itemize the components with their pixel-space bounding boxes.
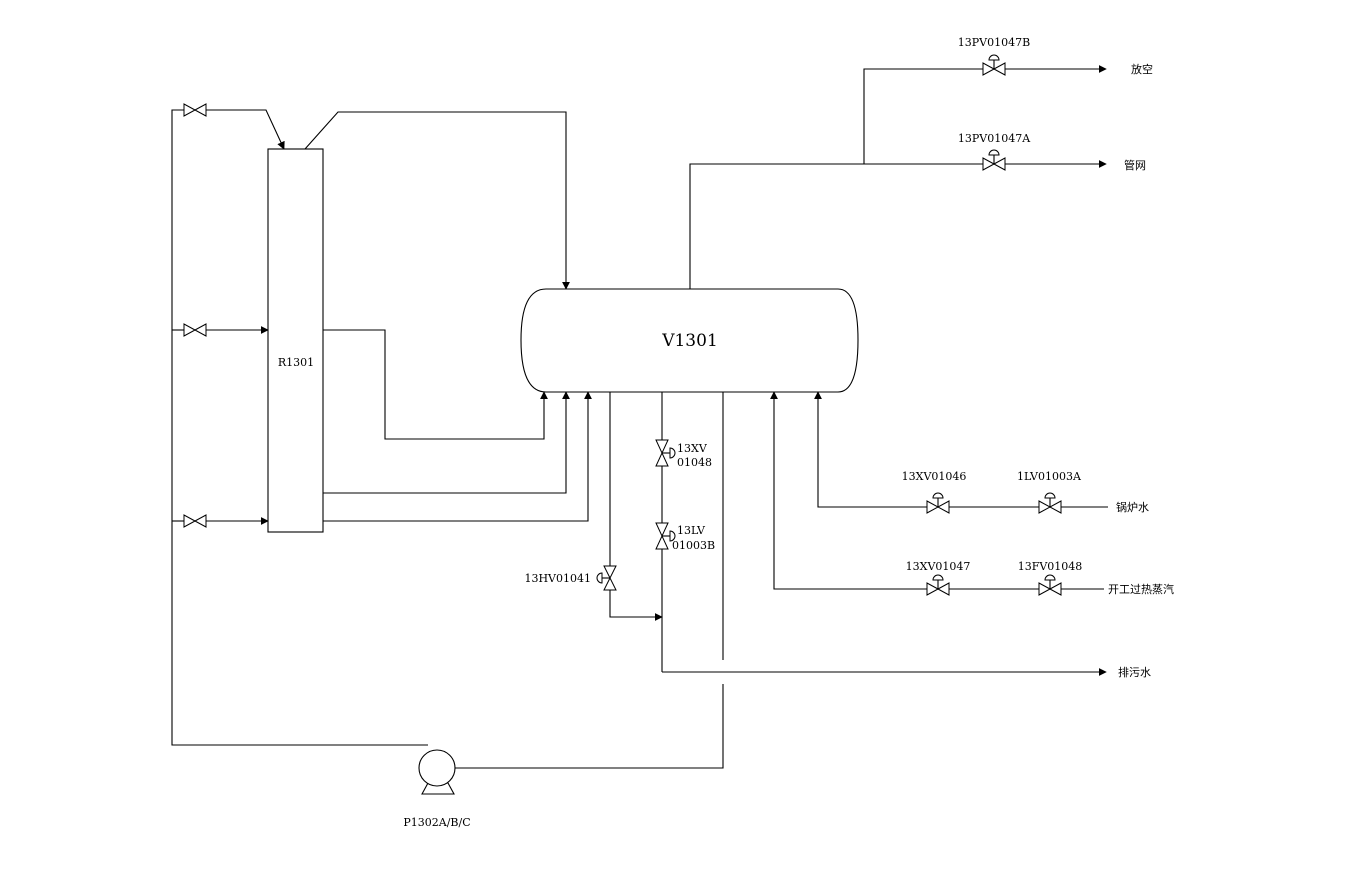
- valve-label-13xv01046: 13XV01046: [902, 470, 967, 483]
- manual-valve-middle: [183, 323, 207, 337]
- valve-label-13pv01047a: 13PV01047A: [958, 132, 1031, 145]
- reactor-body: [267, 148, 324, 533]
- pump-p1302: P1302A/B/C: [403, 749, 471, 829]
- hv-line-lower: [609, 590, 663, 621]
- valve-label-13fv01048: 13FV01048: [1018, 560, 1083, 573]
- drum-body: [520, 288, 859, 393]
- drum-v1301: V1301: [520, 288, 859, 393]
- vent-branch-line: [863, 68, 983, 164]
- reactor-r1301: R1301: [267, 148, 324, 533]
- pipe-network-label: 管网: [1124, 158, 1146, 172]
- reactor-label: R1301: [278, 356, 314, 369]
- valve-label-13lv01003b-line1: 13LV: [677, 524, 706, 537]
- control-valve-1lv01003a: 1LV01003A: [1017, 470, 1082, 514]
- valve-label-13pv01047b: 13PV01047B: [958, 36, 1030, 49]
- valve-label-13lv01003b-line2: 01003B: [672, 539, 715, 552]
- reactor-outlet-line-2: [323, 391, 570, 494]
- control-valve-13hv01041: 13HV01041: [524, 565, 617, 591]
- reactor-outlet-line-3: [323, 391, 592, 522]
- manual-valve-top: [183, 103, 207, 117]
- vent-label: 放空: [1131, 62, 1153, 76]
- valve-label-13hv01041: 13HV01041: [524, 572, 591, 585]
- boiler-water-label: 锅炉水: [1116, 501, 1149, 514]
- control-valve-13lv01003b: 13LV 01003B: [655, 522, 715, 552]
- valve-label-13xv01048-line1: 13XV: [677, 442, 708, 455]
- pump-discharge-header: [171, 109, 428, 746]
- valve-label-1lv01003a: 1LV01003A: [1017, 470, 1082, 483]
- control-valve-13xv01047: 13XV01047: [906, 560, 971, 596]
- blowdown-label: 排污水: [1118, 665, 1151, 679]
- steam-line-drum: [770, 391, 927, 590]
- control-valve-13xv01048: 13XV 01048: [655, 439, 712, 469]
- manual-valve-bottom: [183, 514, 207, 528]
- drum-label: V1301: [661, 331, 718, 351]
- reactor-outlet-line-1: [323, 329, 548, 440]
- drum-vapor-outlet-line: [689, 163, 983, 289]
- control-valve-13fv01048: 13FV01048: [1018, 560, 1083, 596]
- control-valve-13xv01046: 13XV01046: [902, 470, 967, 514]
- pump-base: [421, 782, 455, 795]
- valve-label-13xv01048-line2: 01048: [677, 456, 712, 469]
- boiler-water-line-drum: [814, 391, 927, 508]
- destination-labels: 放空 管网 锅炉水 开工过热蒸汽 排污水: [1108, 62, 1174, 679]
- reactor-top-outlet-line: [304, 111, 570, 290]
- pump-label: P1302A/B/C: [403, 816, 470, 829]
- pump-suction-line-lower: [440, 684, 724, 772]
- valve-label-13xv01047: 13XV01047: [906, 560, 971, 573]
- pipes: [171, 65, 1108, 772]
- control-valve-13pv01047b: 13PV01047B: [958, 36, 1030, 76]
- control-valve-13pv01047a: 13PV01047A: [958, 132, 1031, 171]
- pump-casing: [418, 749, 456, 787]
- reactor-top-inlet-line: [206, 109, 285, 150]
- startup-steam-label: 开工过热蒸汽: [1108, 582, 1174, 596]
